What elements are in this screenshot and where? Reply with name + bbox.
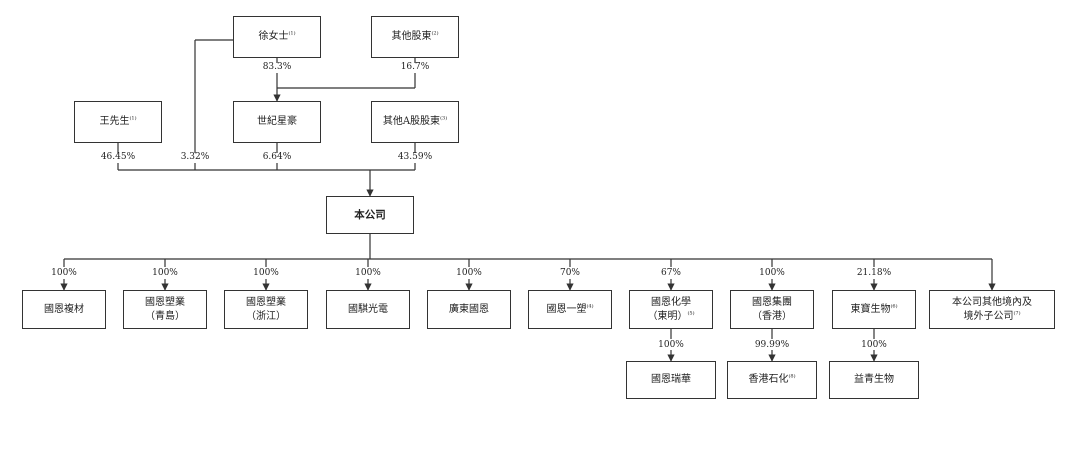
subsidiary-box: 國恩集團 （香港）	[730, 290, 814, 329]
subsidiary-box: 國騏光電	[326, 290, 410, 329]
subsidiary-box: 國恩化學 （東明）(5)	[629, 290, 713, 329]
subsidiary-box: 東寶生物(6)	[832, 290, 916, 329]
shareholder-wang: 王先生(1)	[74, 101, 162, 143]
pct-others-to-shiji: 16.7%	[400, 62, 430, 72]
sub-pct-3: 100%	[355, 268, 381, 278]
subsidiary-location: 境外子公司	[963, 310, 1014, 322]
sub-subsidiary-box: 香港石化(8)	[727, 361, 817, 399]
subsidiary-name: 國恩一塑	[546, 303, 587, 315]
subsidiary-location: （青島）	[145, 310, 185, 322]
shareholder-others-note: (2)	[431, 30, 439, 37]
subsidiary-note: (5)	[687, 310, 695, 317]
subsidiary-name: 國恩複材	[44, 303, 84, 315]
subsidiary-box: 廣東國恩	[427, 290, 511, 329]
sub-subsidiary-name: 益青生物	[854, 374, 894, 385]
subsidiary-name: 國恩化學	[651, 296, 691, 308]
subsidiary-name: 國騏光電	[348, 303, 388, 315]
subsidiary-location: （香港）	[752, 310, 792, 322]
subsidiary-box: 國恩一塑(4)	[528, 290, 612, 329]
sub-subsidiary-box: 國恩瑞華	[626, 361, 716, 399]
shareholder-wang-note: (1)	[129, 115, 137, 122]
subsidiary-name: 本公司其他境內及	[952, 296, 1032, 308]
subsidiary-name: 東寶生物	[850, 303, 891, 315]
shareholder-others: 其他股東(2)	[371, 16, 459, 58]
subsidiary-name: 廣東國恩	[449, 303, 489, 315]
sub-pct-7: 100%	[759, 268, 785, 278]
subsidiary-note: (7)	[1013, 310, 1021, 317]
sub-subsidiary-name: 國恩瑞華	[651, 374, 691, 385]
pct-xu-direct: 3.32%	[180, 152, 210, 162]
subsidiary-note: (4)	[586, 303, 594, 310]
sub-subsidiary-box: 益青生物	[829, 361, 919, 399]
sub-pct-8: 21.18%	[856, 268, 892, 278]
sub-sub-pct-0: 100%	[658, 340, 684, 350]
shareholder-shiji-name: 世紀星豪	[257, 116, 297, 127]
shareholder-wang-name: 王先生	[99, 116, 130, 127]
pct-wang: 46.45%	[100, 152, 136, 162]
subsidiary-name: 國恩集團	[752, 296, 792, 308]
shareholder-others-a: 其他A股股東(3)	[371, 101, 459, 143]
subsidiary-location: （浙江）	[246, 310, 286, 322]
company-box: 本公司	[326, 196, 414, 234]
subsidiary-box: 國恩塑業 （青島）	[123, 290, 207, 329]
sub-subsidiary-note: (8)	[788, 373, 796, 380]
pct-xu-to-shiji: 83.3%	[262, 62, 292, 72]
subsidiary-box: 本公司其他境內及 境外子公司(7)	[929, 290, 1055, 329]
sub-subsidiary-name: 香港石化	[748, 374, 789, 385]
sub-pct-4: 100%	[456, 268, 482, 278]
pct-others-a: 43.59%	[397, 152, 433, 162]
shareholder-xu-name: 徐女士	[258, 31, 289, 42]
sub-pct-5: 70%	[559, 268, 580, 278]
sub-pct-0: 100%	[51, 268, 77, 278]
sub-pct-6: 67%	[660, 268, 681, 278]
pct-shiji: 6.64%	[262, 152, 292, 162]
subsidiary-box: 國恩塑業 （浙江）	[224, 290, 308, 329]
sub-sub-pct-2: 100%	[861, 340, 887, 350]
shareholder-xu: 徐女士(1)	[233, 16, 321, 58]
shareholder-others-name: 其他股東	[391, 31, 432, 42]
shareholder-others-a-name: 其他A股股東	[382, 116, 441, 127]
subsidiary-box: 國恩複材	[22, 290, 106, 329]
sub-pct-2: 100%	[253, 268, 279, 278]
company-name: 本公司	[354, 209, 386, 221]
shareholder-others-a-note: (3)	[440, 115, 448, 122]
shareholder-xu-note: (1)	[288, 30, 296, 37]
subsidiary-name: 國恩塑業	[246, 296, 286, 308]
sub-pct-1: 100%	[152, 268, 178, 278]
sub-sub-pct-1: 99.99%	[754, 340, 790, 350]
subsidiary-name: 國恩塑業	[145, 296, 185, 308]
shareholder-shiji: 世紀星豪	[233, 101, 321, 143]
subsidiary-location: （東明）	[647, 310, 688, 322]
subsidiary-note: (6)	[890, 303, 898, 310]
